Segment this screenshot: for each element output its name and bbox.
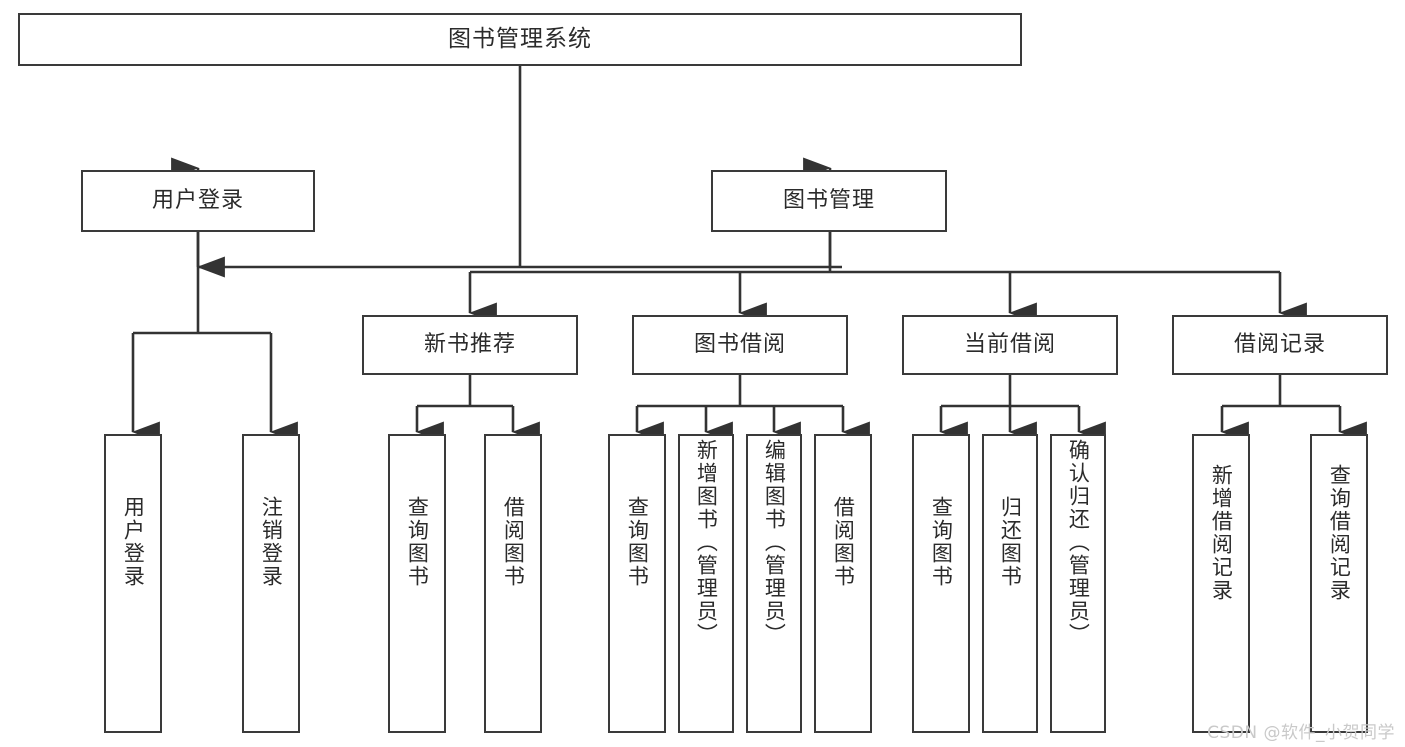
node-root-book-management-system[interactable]: 图书管理系统	[18, 13, 1022, 66]
node-leaf-add-borrow-record[interactable]: 新增借阅记录	[1192, 434, 1250, 733]
node-label: 查询图书	[625, 496, 650, 588]
node-label: 新书推荐	[423, 332, 516, 358]
node-book-borrow[interactable]: 图书借阅	[632, 315, 848, 375]
node-label: 查询图书	[929, 496, 954, 588]
node-label: 借阅图书	[501, 496, 526, 588]
node-current-borrow[interactable]: 当前借阅	[902, 315, 1118, 375]
node-leaf-borrow-book-1[interactable]: 借阅图书	[484, 434, 542, 733]
node-leaf-edit-book-admin[interactable]: 编辑图书（管理员）	[746, 434, 802, 733]
node-leaf-add-book-admin[interactable]: 新增图书（管理员）	[678, 434, 734, 733]
node-label: 查询借阅记录	[1327, 464, 1352, 602]
node-label: 图书管理	[782, 188, 875, 214]
node-borrow-record[interactable]: 借阅记录	[1172, 315, 1388, 375]
node-leaf-borrow-book-2[interactable]: 借阅图书	[814, 434, 872, 733]
node-label: 新增图书（管理员）	[694, 439, 719, 646]
node-label: 当前借阅	[963, 332, 1056, 358]
node-label: 图书借阅	[693, 332, 786, 358]
node-label: 借阅图书	[831, 496, 856, 588]
node-label: 新增借阅记录	[1209, 464, 1234, 602]
node-label: 归还图书	[998, 496, 1023, 588]
node-book-management[interactable]: 图书管理	[711, 170, 947, 232]
node-leaf-return-book[interactable]: 归还图书	[982, 434, 1038, 733]
node-label: 图书管理系统	[448, 26, 592, 53]
node-label: 用户登录	[121, 496, 146, 588]
node-label: 编辑图书（管理员）	[762, 439, 787, 646]
node-user-login[interactable]: 用户登录	[81, 170, 315, 232]
node-leaf-query-borrow-record[interactable]: 查询借阅记录	[1310, 434, 1368, 733]
node-label: 借阅记录	[1233, 332, 1326, 358]
node-label: 查询图书	[405, 496, 430, 588]
node-leaf-query-book-1[interactable]: 查询图书	[388, 434, 446, 733]
node-label: 确认归还（管理员）	[1066, 439, 1091, 646]
node-leaf-query-book-3[interactable]: 查询图书	[912, 434, 970, 733]
node-leaf-user-login[interactable]: 用户登录	[104, 434, 162, 733]
node-new-book-recommendation[interactable]: 新书推荐	[362, 315, 578, 375]
node-label: 用户登录	[151, 188, 244, 214]
node-label: 注销登录	[259, 496, 284, 588]
node-leaf-confirm-return-admin[interactable]: 确认归还（管理员）	[1050, 434, 1106, 733]
node-leaf-query-book-2[interactable]: 查询图书	[608, 434, 666, 733]
node-leaf-logout[interactable]: 注销登录	[242, 434, 300, 733]
